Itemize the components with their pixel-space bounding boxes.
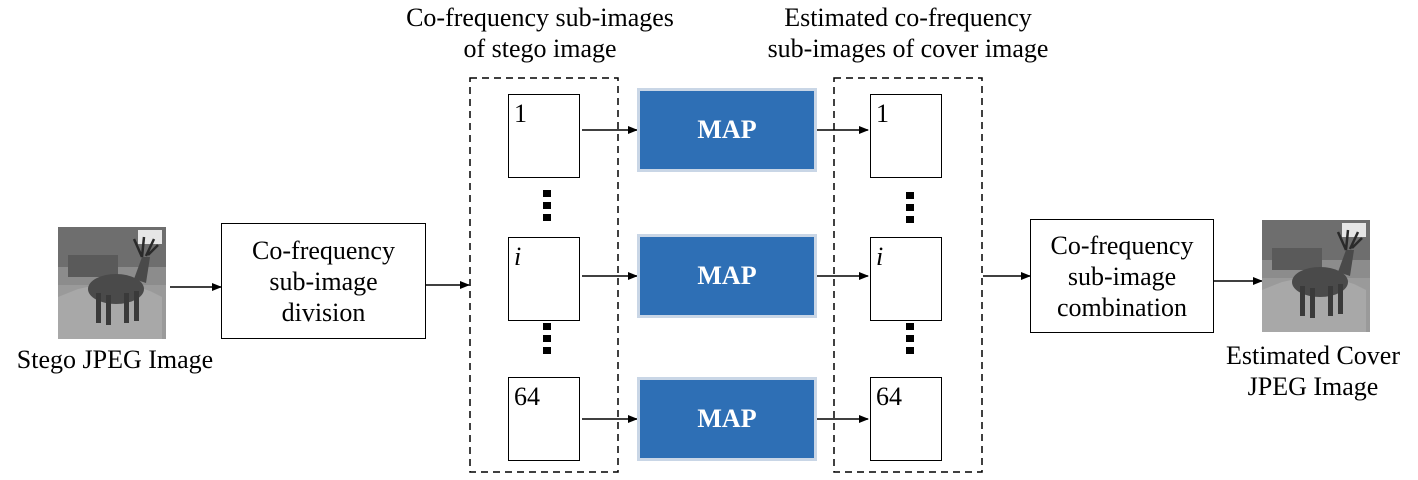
output-image-label: Estimated Cover JPEG Image	[1208, 340, 1418, 402]
stego-group-title: Co-frequency sub-images of stego image	[372, 2, 708, 64]
input-image-label: Stego JPEG Image	[16, 345, 214, 374]
cover-group-frame	[833, 77, 983, 473]
output-label-line-2: JPEG Image	[1247, 372, 1379, 401]
map-block-1: MAP	[637, 88, 817, 172]
cover-title-line-1: Estimated co-frequency	[784, 3, 1032, 32]
map-block-i: MAP	[637, 234, 817, 318]
combination-line-1: Co-frequency	[1050, 230, 1194, 260]
stego-title-line-2: of stego image	[463, 34, 617, 63]
stego-ellipsis-lower	[543, 323, 551, 359]
deer-photo-icon	[58, 227, 166, 339]
stego-sub-image-1: 1	[508, 94, 580, 178]
cover-sub-image-1: 1	[870, 94, 942, 178]
map-block-64: MAP	[637, 377, 817, 461]
cover-ellipsis-lower	[906, 323, 914, 359]
stego-group-frame	[469, 77, 619, 473]
cover-sub-image-64: 64	[870, 377, 942, 461]
output-deer-photo	[1262, 220, 1370, 332]
stego-title-line-1: Co-frequency sub-images	[406, 3, 674, 32]
output-label-line-1: Estimated Cover	[1225, 341, 1400, 370]
division-line-1: Co-frequency	[252, 235, 395, 265]
division-line-3: division	[281, 297, 366, 327]
division-box: Co-frequency sub-image division	[221, 223, 426, 339]
cover-title-line-2: sub-images of cover image	[767, 34, 1049, 63]
input-deer-photo	[58, 227, 166, 339]
division-line-2: sub-image	[269, 266, 378, 296]
cover-group-title: Estimated co-frequency sub-images of cov…	[728, 2, 1088, 64]
combination-box: Co-frequency sub-image combination	[1030, 219, 1214, 333]
cover-ellipsis-upper	[906, 192, 914, 228]
stego-sub-image-64: 64	[508, 377, 580, 461]
combination-line-3: combination	[1057, 292, 1187, 322]
cover-sub-image-i: i	[870, 237, 942, 321]
stego-sub-image-i: i	[508, 237, 580, 321]
stego-ellipsis-upper	[543, 190, 551, 226]
deer-photo-icon	[1262, 220, 1370, 332]
combination-line-2: sub-image	[1067, 261, 1177, 291]
